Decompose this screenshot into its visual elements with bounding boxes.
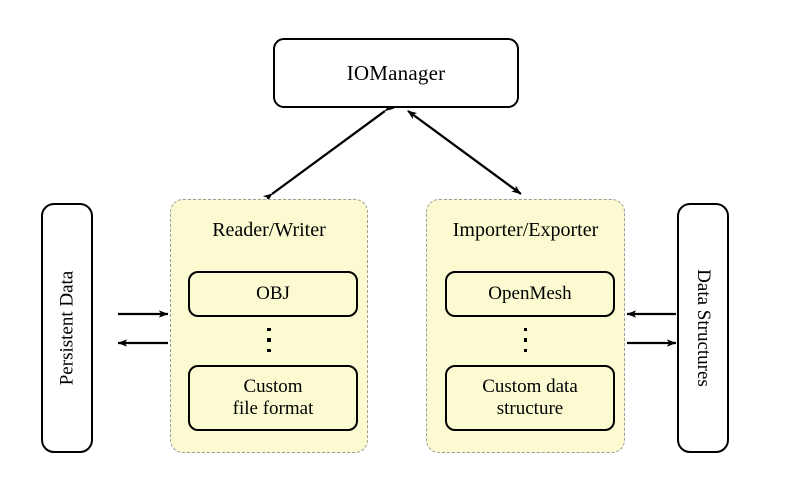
item-openmesh-label: OpenMesh — [488, 283, 572, 305]
item-custom-file-format-line2: file format — [232, 398, 314, 419]
group-reader-writer[interactable]: Reader/Writer OBJ Custom file format — [170, 199, 368, 453]
ellipsis-dot — [267, 338, 271, 342]
ellipsis-reader-writer — [262, 328, 276, 353]
io-manager-label: IOManager — [346, 60, 446, 85]
connector-manager-readerwriter — [262, 102, 395, 203]
ellipsis-dot — [523, 328, 528, 332]
item-obj[interactable]: OBJ — [188, 271, 358, 317]
persistent-data-node[interactable]: Persistent Data — [41, 203, 93, 453]
item-custom-data-structure-line2: structure — [496, 398, 564, 419]
item-custom-data-structure[interactable]: Custom data structure — [445, 365, 615, 431]
io-manager-node[interactable]: IOManager — [273, 38, 519, 108]
item-custom-file-format-line1: Custom — [243, 376, 303, 398]
item-custom-data-structure-line1: Custom data — [482, 376, 578, 398]
data-structures-label: Data Structures — [693, 269, 714, 387]
ellipsis-dot — [523, 348, 528, 353]
ellipsis-dot — [523, 338, 528, 342]
data-structures-node[interactable]: Data Structures — [677, 203, 729, 453]
item-openmesh[interactable]: OpenMesh — [445, 271, 615, 317]
item-obj-label: OBJ — [256, 283, 290, 305]
group-reader-writer-title: Reader/Writer — [212, 219, 326, 241]
connector-manager-importerexporter — [407, 110, 522, 195]
group-importer-exporter-title: Importer/Exporter — [452, 219, 599, 241]
group-importer-exporter[interactable]: Importer/Exporter OpenMesh Custom data s… — [426, 199, 625, 453]
ellipsis-dot — [267, 328, 271, 332]
item-custom-file-format[interactable]: Custom file format — [188, 365, 358, 431]
persistent-data-label: Persistent Data — [56, 270, 78, 386]
ellipsis-dot — [267, 348, 271, 353]
ellipsis-importer-exporter — [519, 328, 533, 353]
